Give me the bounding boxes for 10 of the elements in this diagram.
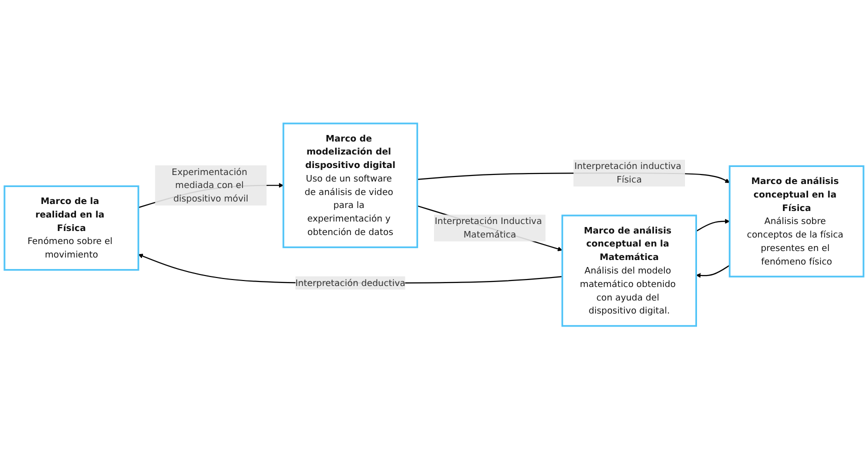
arrow [696,219,730,232]
node-box: Marco de la realidad en la Física Fenómeno sobre el movimiento [4,186,140,272]
node-box: Marco de análisis conceptual en la Física Análisis sobre conceptos de la física presentes en el fenómeno físico [728,166,864,278]
edge-label: Interpretación Inductiva Matemática [434,216,542,240]
edge-label: Interpretación deductiva [295,278,406,288]
node-box: Marco de modelización del dispositivo digital Uso de un software de análisis de video para la experimentación y obtención de datos [282,122,418,248]
node-box: Marco de análisis conceptual en la Matemática Análisis del modelo matemático obtenido con ayuda del dispositivo digital. [561,214,697,328]
arrow [696,265,730,278]
edge-label: Experimentación mediada con el dispositivo móvil [172,166,248,204]
edge-label: Interpretación inductiva Física [574,161,682,186]
